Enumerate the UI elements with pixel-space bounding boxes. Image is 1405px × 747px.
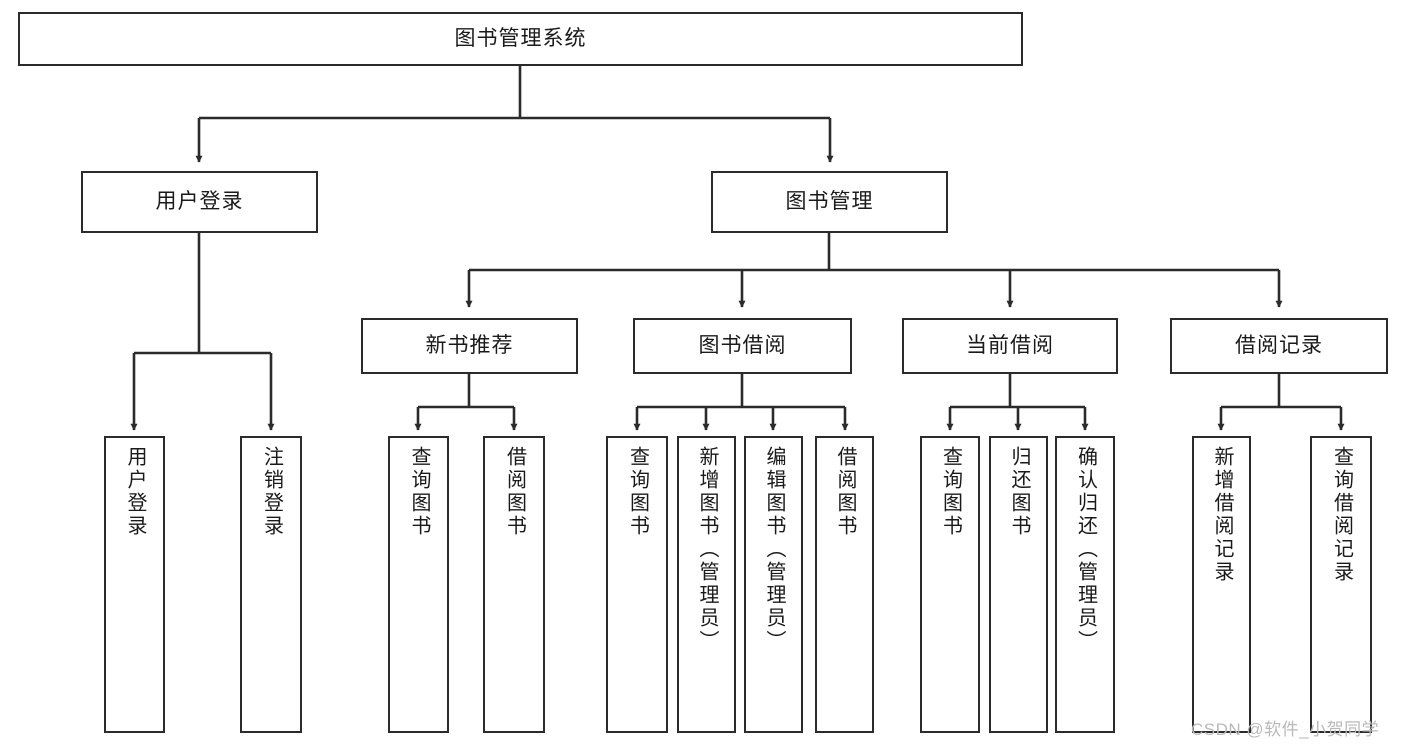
node-leaf-query-book-3[interactable]: 查询图书 xyxy=(920,436,980,733)
node-borrow-record[interactable]: 借阅记录 xyxy=(1170,318,1388,374)
node-user-login[interactable]: 用户登录 xyxy=(81,171,318,233)
node-leaf-query-book-1[interactable]: 查询图书 xyxy=(388,436,449,733)
node-label: 新增图书（管理员） xyxy=(696,446,718,653)
node-leaf-user-login[interactable]: 用户登录 xyxy=(104,436,165,733)
node-label: 图书管理 xyxy=(785,189,874,213)
node-leaf-query-book-2[interactable]: 查询图书 xyxy=(606,436,668,733)
node-current-borrow[interactable]: 当前借阅 xyxy=(902,318,1118,374)
node-leaf-add-record[interactable]: 新增借阅记录 xyxy=(1192,436,1251,733)
node-root-system[interactable]: 图书管理系统 xyxy=(18,12,1023,66)
node-label: 查询图书 xyxy=(626,446,649,538)
node-label: 图书管理系统 xyxy=(454,26,587,50)
node-label: 借阅图书 xyxy=(503,446,526,538)
node-leaf-logout[interactable]: 注销登录 xyxy=(240,436,302,733)
node-label: 借阅记录 xyxy=(1235,333,1323,357)
node-leaf-add-book[interactable]: 新增图书（管理员） xyxy=(677,436,736,733)
node-leaf-borrow-book-1[interactable]: 借阅图书 xyxy=(483,436,545,733)
node-label: 编辑图书（管理员） xyxy=(763,446,785,653)
node-leaf-borrow-book-2[interactable]: 借阅图书 xyxy=(815,436,874,733)
node-label: 当前借阅 xyxy=(966,333,1054,357)
csdn-watermark: CSDN @软件_小贺同学 xyxy=(1191,720,1380,739)
node-new-book-rec[interactable]: 新书推荐 xyxy=(361,318,578,374)
node-leaf-edit-book[interactable]: 编辑图书（管理员） xyxy=(744,436,803,733)
node-label: 注销登录 xyxy=(260,446,283,538)
node-label: 用户登录 xyxy=(124,446,146,538)
node-leaf-query-record[interactable]: 查询借阅记录 xyxy=(1310,436,1372,733)
node-label: 查询图书 xyxy=(939,446,962,538)
node-label: 图书借阅 xyxy=(698,333,787,357)
node-label: 确认归还（管理员） xyxy=(1074,446,1097,653)
node-label: 新增借阅记录 xyxy=(1211,446,1233,584)
node-label: 新书推荐 xyxy=(425,333,514,357)
node-book-manage[interactable]: 图书管理 xyxy=(711,171,948,233)
node-label: 借阅图书 xyxy=(834,446,856,538)
node-label: 用户登录 xyxy=(155,189,244,213)
node-leaf-confirm-return[interactable]: 确认归还（管理员） xyxy=(1055,436,1115,733)
node-label: 查询借阅记录 xyxy=(1330,446,1353,584)
node-leaf-return-book[interactable]: 归还图书 xyxy=(989,436,1048,733)
node-book-borrow[interactable]: 图书借阅 xyxy=(633,318,852,374)
node-label: 查询图书 xyxy=(408,446,430,538)
node-label: 归还图书 xyxy=(1008,446,1030,538)
